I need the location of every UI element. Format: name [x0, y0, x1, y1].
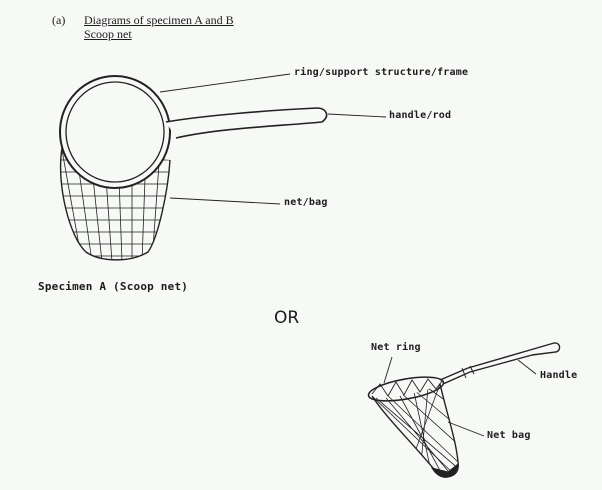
label-net-a: net/bag: [284, 197, 328, 208]
handle-a: [165, 107, 328, 139]
ring-b: [367, 376, 445, 402]
net-bag-b: [372, 384, 459, 477]
label-handle-a: handle/rod: [389, 110, 452, 121]
title-line-1: Diagrams of specimen A and B: [84, 13, 234, 27]
label-bag-b: Net bag: [487, 430, 531, 441]
scoop-net-a: [59, 73, 387, 261]
part-label: (a): [52, 13, 66, 27]
or-separator: OR: [274, 308, 300, 328]
handle-b: [439, 349, 531, 381]
ring-a: [59, 75, 171, 189]
net-b: [367, 342, 561, 478]
caption-specimen-a: Specimen A (Scoop net): [38, 280, 189, 293]
label-ring-a: ring/support structure/frame: [294, 67, 469, 78]
title-line-2: Scoop net: [84, 27, 132, 41]
label-ring-b: Net ring: [371, 342, 421, 353]
label-handle-b: Handle: [540, 370, 578, 381]
